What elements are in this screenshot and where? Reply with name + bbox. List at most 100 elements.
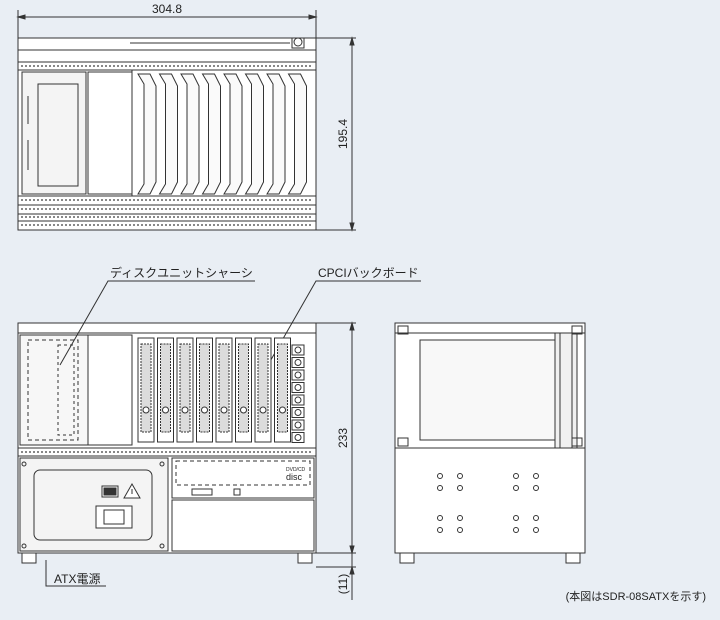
rail-hole [153, 65, 155, 67]
rail-hole [157, 216, 159, 218]
rail-hole [205, 451, 207, 453]
rail-hole [73, 208, 75, 210]
rail-hole [45, 216, 47, 218]
rail-hole [289, 65, 291, 67]
rail-hole [237, 65, 239, 67]
rail-hole [57, 224, 59, 226]
rail-hole [53, 199, 55, 201]
rail-hole [265, 451, 267, 453]
rail-hole [289, 199, 291, 201]
rail-hole [145, 199, 147, 201]
rail-hole [173, 224, 175, 226]
rail-hole [61, 208, 63, 210]
rail-hole [237, 216, 239, 218]
mounting-hole [457, 515, 463, 521]
rail-hole [249, 208, 251, 210]
rail-hole [309, 224, 311, 226]
rail-hole [209, 65, 211, 67]
rail-hole [137, 224, 139, 226]
rail-hole [225, 65, 227, 67]
rail-hole [101, 199, 103, 201]
rail-hole [101, 224, 103, 226]
rail-hole [253, 224, 255, 226]
rail-hole [293, 216, 295, 218]
rail-hole [109, 216, 111, 218]
rail-hole [213, 451, 215, 453]
rail-hole [73, 199, 75, 201]
rail-hole [57, 208, 59, 210]
rail-hole [237, 199, 239, 201]
rail-hole [249, 65, 251, 67]
rail-hole [37, 65, 39, 67]
dimension-foot: (11) [336, 574, 350, 594]
rail-hole [265, 216, 267, 218]
rail-hole [161, 216, 163, 218]
rail-hole [121, 208, 123, 210]
rail-hole [49, 199, 51, 201]
mounting-hole [437, 485, 443, 491]
rail-hole [117, 208, 119, 210]
rail-hole [157, 199, 159, 201]
rail-hole [121, 216, 123, 218]
rear-connector-hole [294, 384, 302, 391]
rail-hole [197, 199, 199, 201]
rail-hole [241, 208, 243, 210]
rail-hole [205, 65, 207, 67]
rail-hole [85, 199, 87, 201]
rail-hole [153, 451, 155, 453]
rail-hole [301, 208, 303, 210]
rail-hole [133, 216, 135, 218]
rail-hole [161, 451, 163, 453]
rail-hole [21, 224, 23, 226]
rail-hole [217, 208, 219, 210]
rail-hole [133, 208, 135, 210]
label-cpci-backplane: CPCIバックボード [318, 266, 419, 280]
rail-hole [53, 224, 55, 226]
rail-hole [33, 224, 35, 226]
rail-hole [273, 216, 275, 218]
rail-hole [169, 199, 171, 201]
rail-hole [81, 208, 83, 210]
rail-hole [257, 208, 259, 210]
rail-hole [305, 451, 307, 453]
rail-hole [177, 208, 179, 210]
rail-hole [285, 208, 287, 210]
rail-hole [81, 199, 83, 201]
mounting-hole [457, 527, 463, 533]
rail-hole [261, 199, 263, 201]
rail-hole [61, 199, 63, 201]
rail-hole [309, 65, 311, 67]
rail-hole [281, 208, 283, 210]
rail-hole [233, 451, 235, 453]
rail-hole [241, 199, 243, 201]
rail-hole [297, 216, 299, 218]
rail-hole [145, 65, 147, 67]
rail-hole [277, 451, 279, 453]
rail-hole [277, 216, 279, 218]
rail-hole [185, 224, 187, 226]
rail-hole [105, 208, 107, 210]
rail-hole [253, 451, 255, 453]
rail-hole [133, 224, 135, 226]
rail-hole [233, 216, 235, 218]
rail-hole [221, 65, 223, 67]
rail-hole [301, 65, 303, 67]
rail-hole [273, 224, 275, 226]
rail-hole [49, 208, 51, 210]
card-vent [218, 343, 230, 433]
rail-hole [285, 224, 287, 226]
rail-hole [57, 451, 59, 453]
rail-hole [217, 216, 219, 218]
rail-hole [269, 65, 271, 67]
rail-hole [269, 199, 271, 201]
rail-hole [177, 451, 179, 453]
rail-hole [201, 224, 203, 226]
rail-hole [285, 216, 287, 218]
rail-hole [197, 208, 199, 210]
rail-hole [41, 199, 43, 201]
figure-note: (本図はSDR-08SATXを示す) [566, 589, 706, 603]
rail-hole [209, 208, 211, 210]
card-vent [199, 343, 210, 433]
rail-hole [189, 224, 191, 226]
rail-hole [45, 199, 47, 201]
